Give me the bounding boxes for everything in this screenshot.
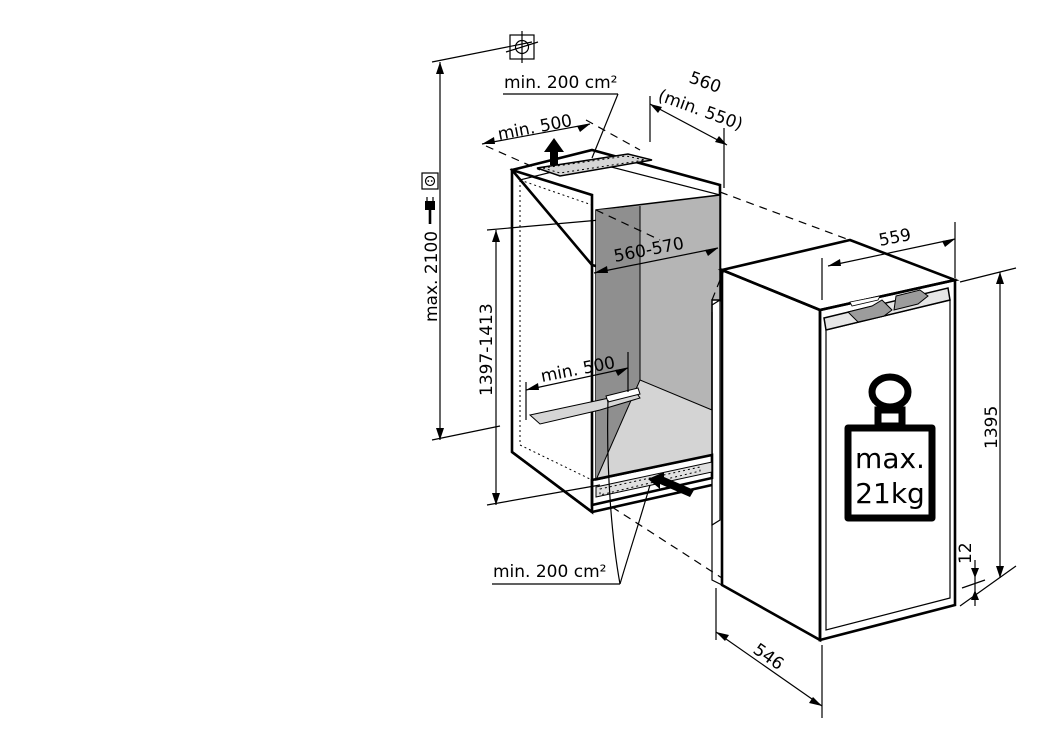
appliance-height-label: 1395 — [982, 406, 1002, 449]
power-plug-icon — [425, 197, 435, 224]
weight-line2-label: 21kg — [855, 477, 925, 510]
weight-icon: max. 21kg — [844, 373, 936, 522]
appliance-height-dimension: 1395 — [959, 267, 1017, 607]
tip-over-symbol-icon — [505, 31, 539, 63]
niche-height-dimension: 1397-1413 — [477, 219, 601, 506]
appliance — [711, 238, 960, 643]
power-socket-icon — [421, 172, 439, 190]
projection-lines — [611, 191, 856, 579]
arrow-in-icon — [648, 472, 694, 497]
appliance-width-dimension: 559 — [821, 222, 956, 300]
niche-depth-min-label: (min. 550) — [655, 86, 745, 135]
bottom-vent-opening — [528, 387, 641, 425]
top-vent-area-dimension: min. 200 cm² — [503, 73, 619, 159]
top-vent-area-label: min. 200 cm² — [504, 73, 617, 93]
appliance-width-label: 559 — [877, 225, 913, 251]
appliance-depth-label: 546 — [749, 640, 787, 675]
max-height-dimension: max. 2100 — [422, 41, 533, 441]
bottom-vent-area-dimension: min. 200 cm² — [492, 399, 651, 585]
weight-line1-label: max. — [855, 442, 925, 475]
niche-depth-label: 560 — [686, 68, 723, 98]
niche-height-label: 1397-1413 — [477, 303, 497, 396]
niche-cabinet — [509, 148, 722, 527]
door-gap-dimension: 12 — [956, 542, 986, 606]
arrow-up-icon — [544, 138, 564, 165]
door-gap-label: 12 — [956, 542, 976, 564]
appliance-depth-dimension: 546 — [715, 588, 823, 718]
bottom-vent-area-label: min. 200 cm² — [493, 562, 606, 582]
top-vent-width-label: min. 500 — [496, 111, 574, 145]
max-height-label: max. 2100 — [422, 231, 442, 322]
top-vent-opening — [536, 153, 653, 177]
